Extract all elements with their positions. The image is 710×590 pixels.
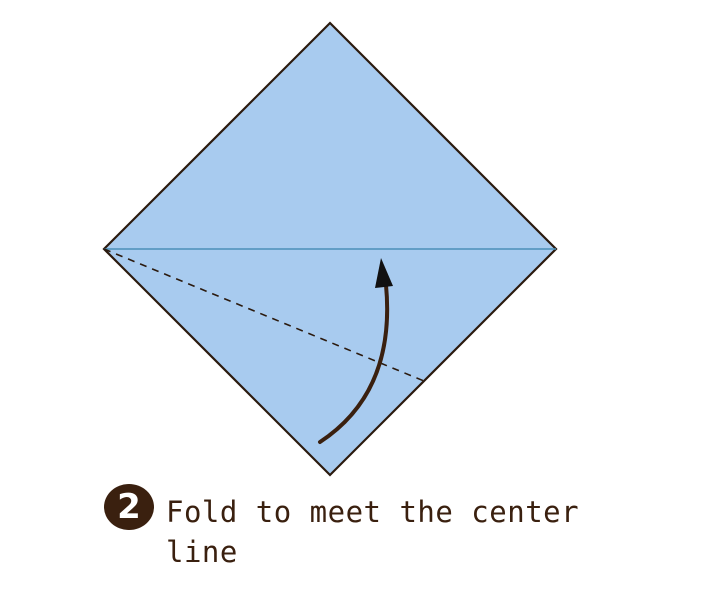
step-instruction: Fold to meet the center line <box>166 495 580 569</box>
fold-dashed-line <box>103 248 425 382</box>
fold-arrow-curve <box>318 283 390 444</box>
step-number-badge: 2 <box>104 484 154 530</box>
fold-arrow-head-icon <box>375 258 393 288</box>
